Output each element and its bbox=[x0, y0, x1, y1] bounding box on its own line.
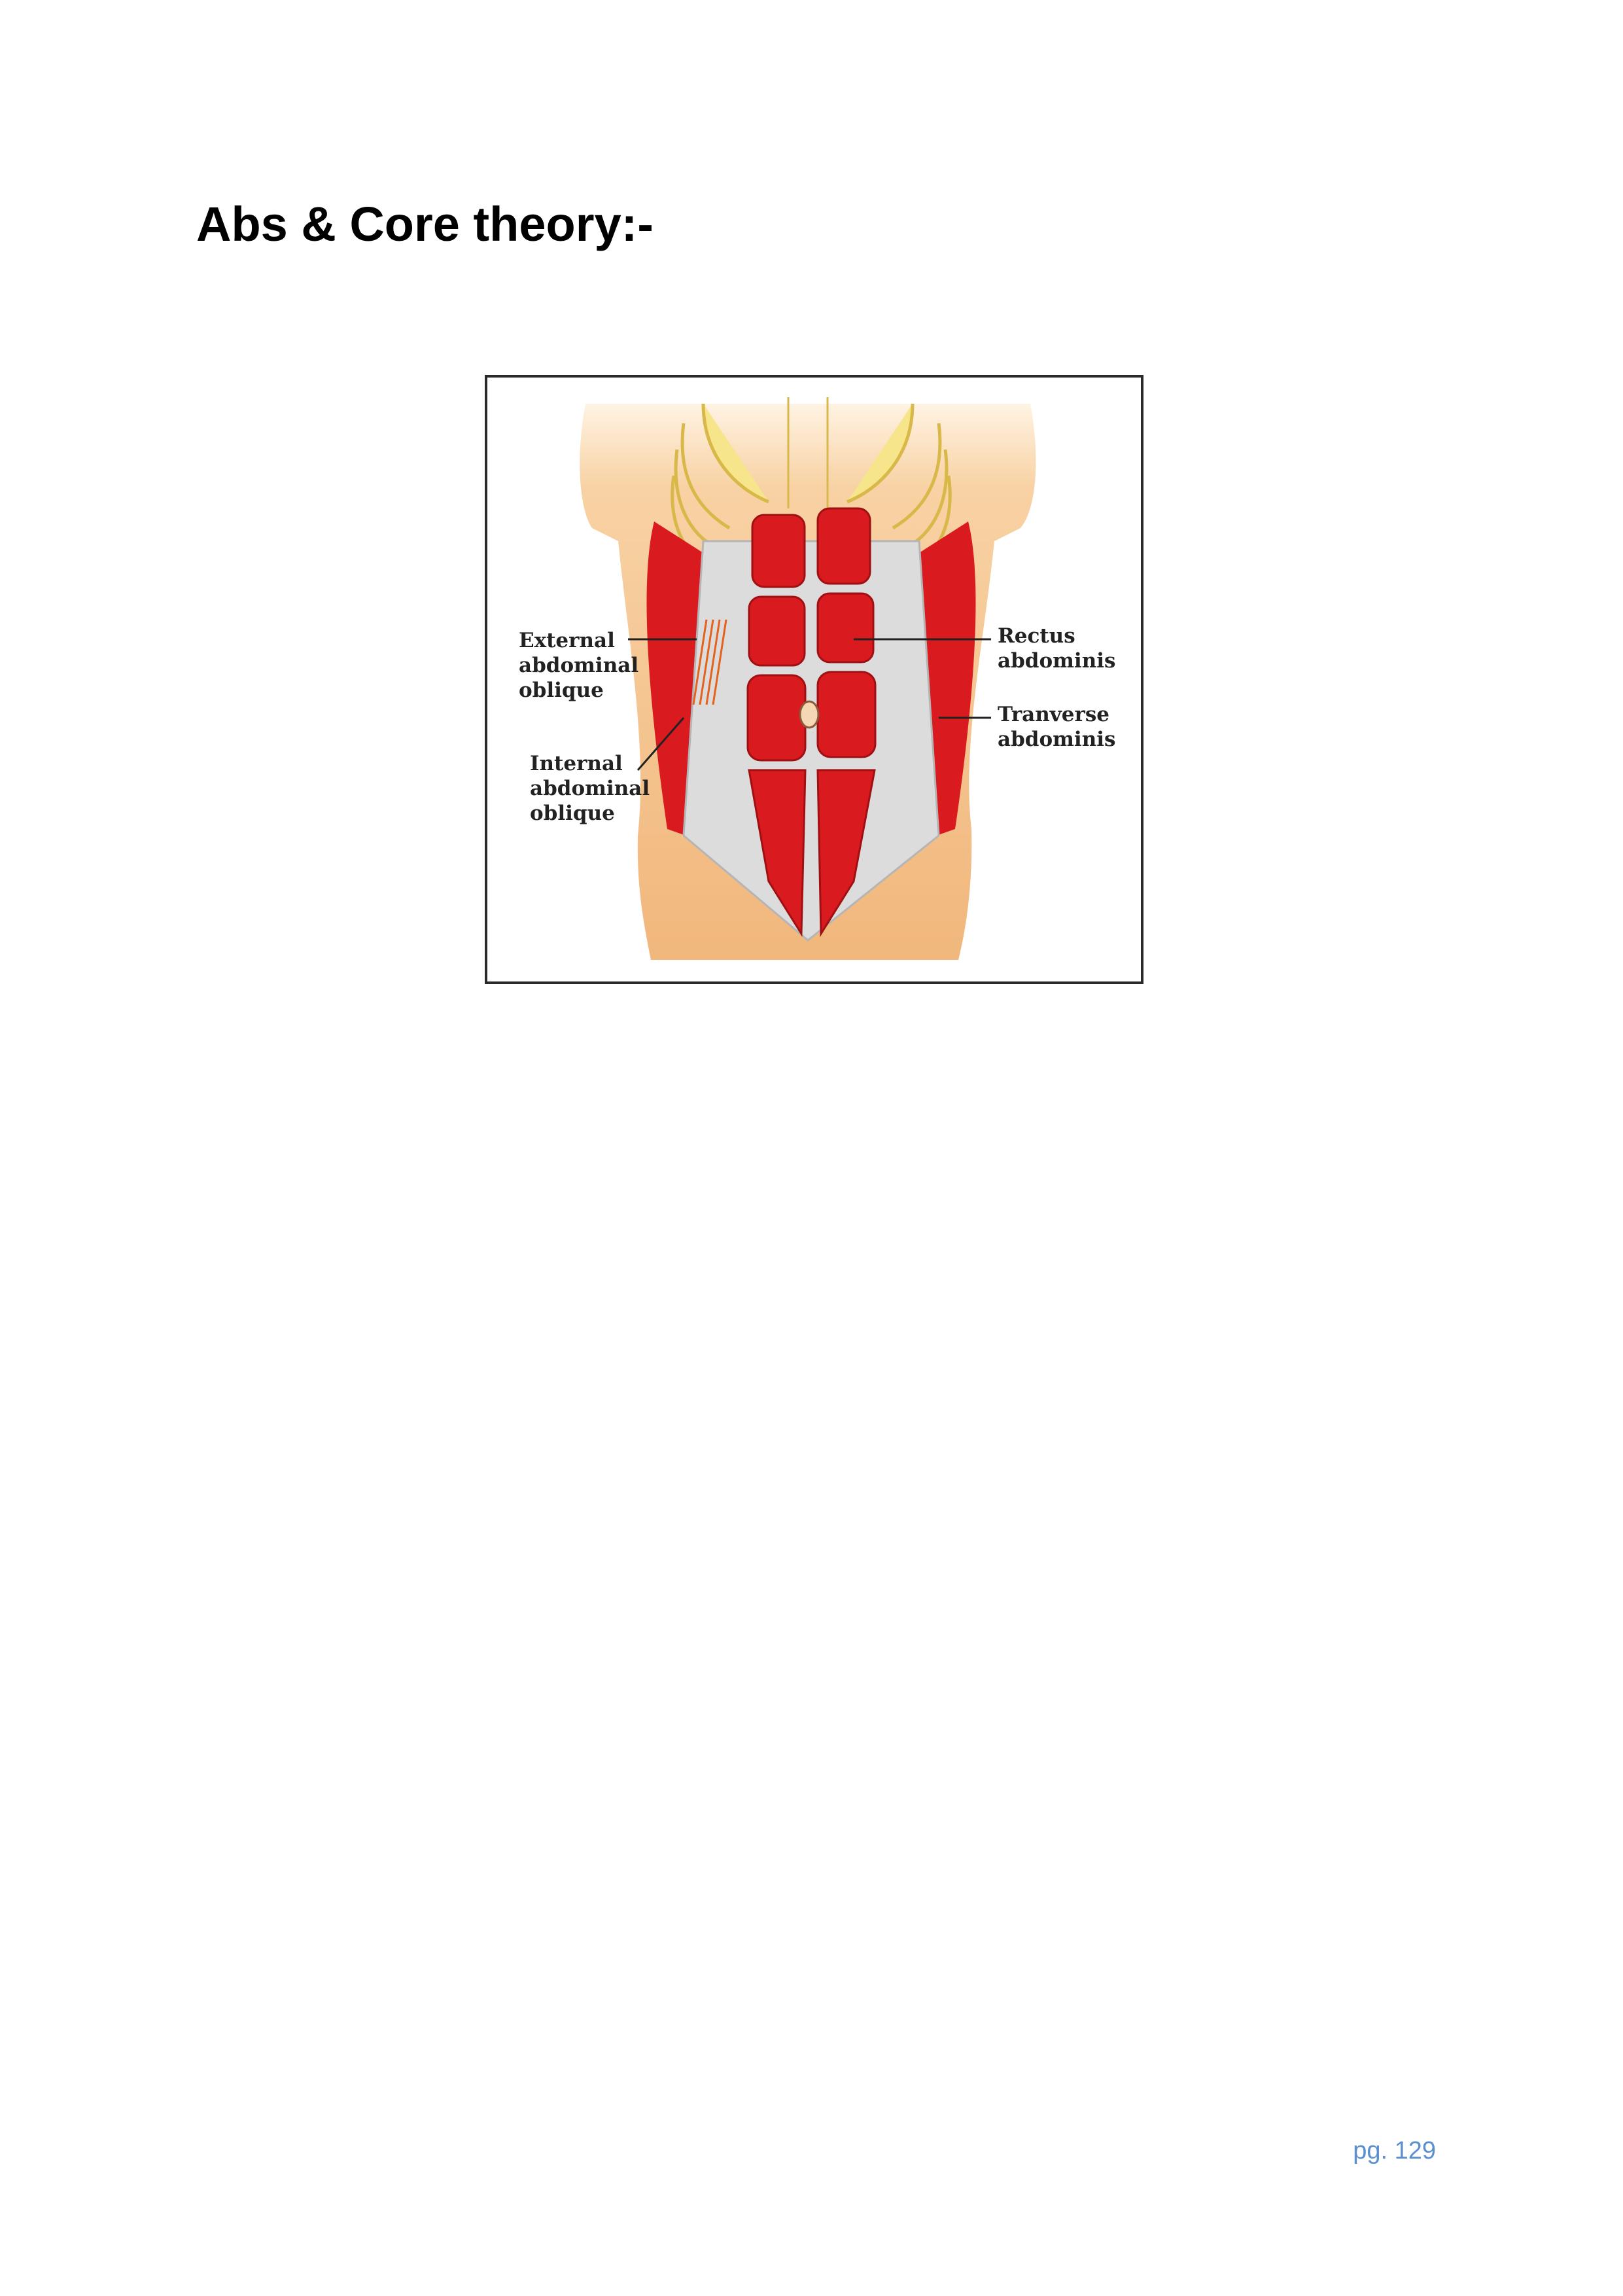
page-number: pg. 129 bbox=[1353, 2137, 1436, 2164]
navel bbox=[799, 700, 820, 729]
label-rectus-abdominis: Rectus abdominis bbox=[998, 624, 1115, 673]
abdominal-muscles-illustration: External abdominal oblique Internal abdo… bbox=[519, 397, 1117, 960]
rib-cage bbox=[671, 397, 952, 569]
label-internal-oblique: Internal abdominal oblique bbox=[530, 752, 657, 825]
page-title: Abs & Core theory:- bbox=[196, 197, 654, 251]
label-transverse-abdominis: Tranverse abdominis bbox=[998, 703, 1117, 751]
label-external-oblique: External abdominal oblique bbox=[519, 629, 646, 702]
oblique-fiber-patch bbox=[692, 619, 727, 705]
rectus-abdominis-segments bbox=[746, 507, 877, 938]
label-leader-lines bbox=[628, 638, 991, 771]
abdominal-muscles-figure: External abdominal oblique Internal abdo… bbox=[485, 375, 1143, 984]
fascia-sheath bbox=[682, 540, 940, 942]
